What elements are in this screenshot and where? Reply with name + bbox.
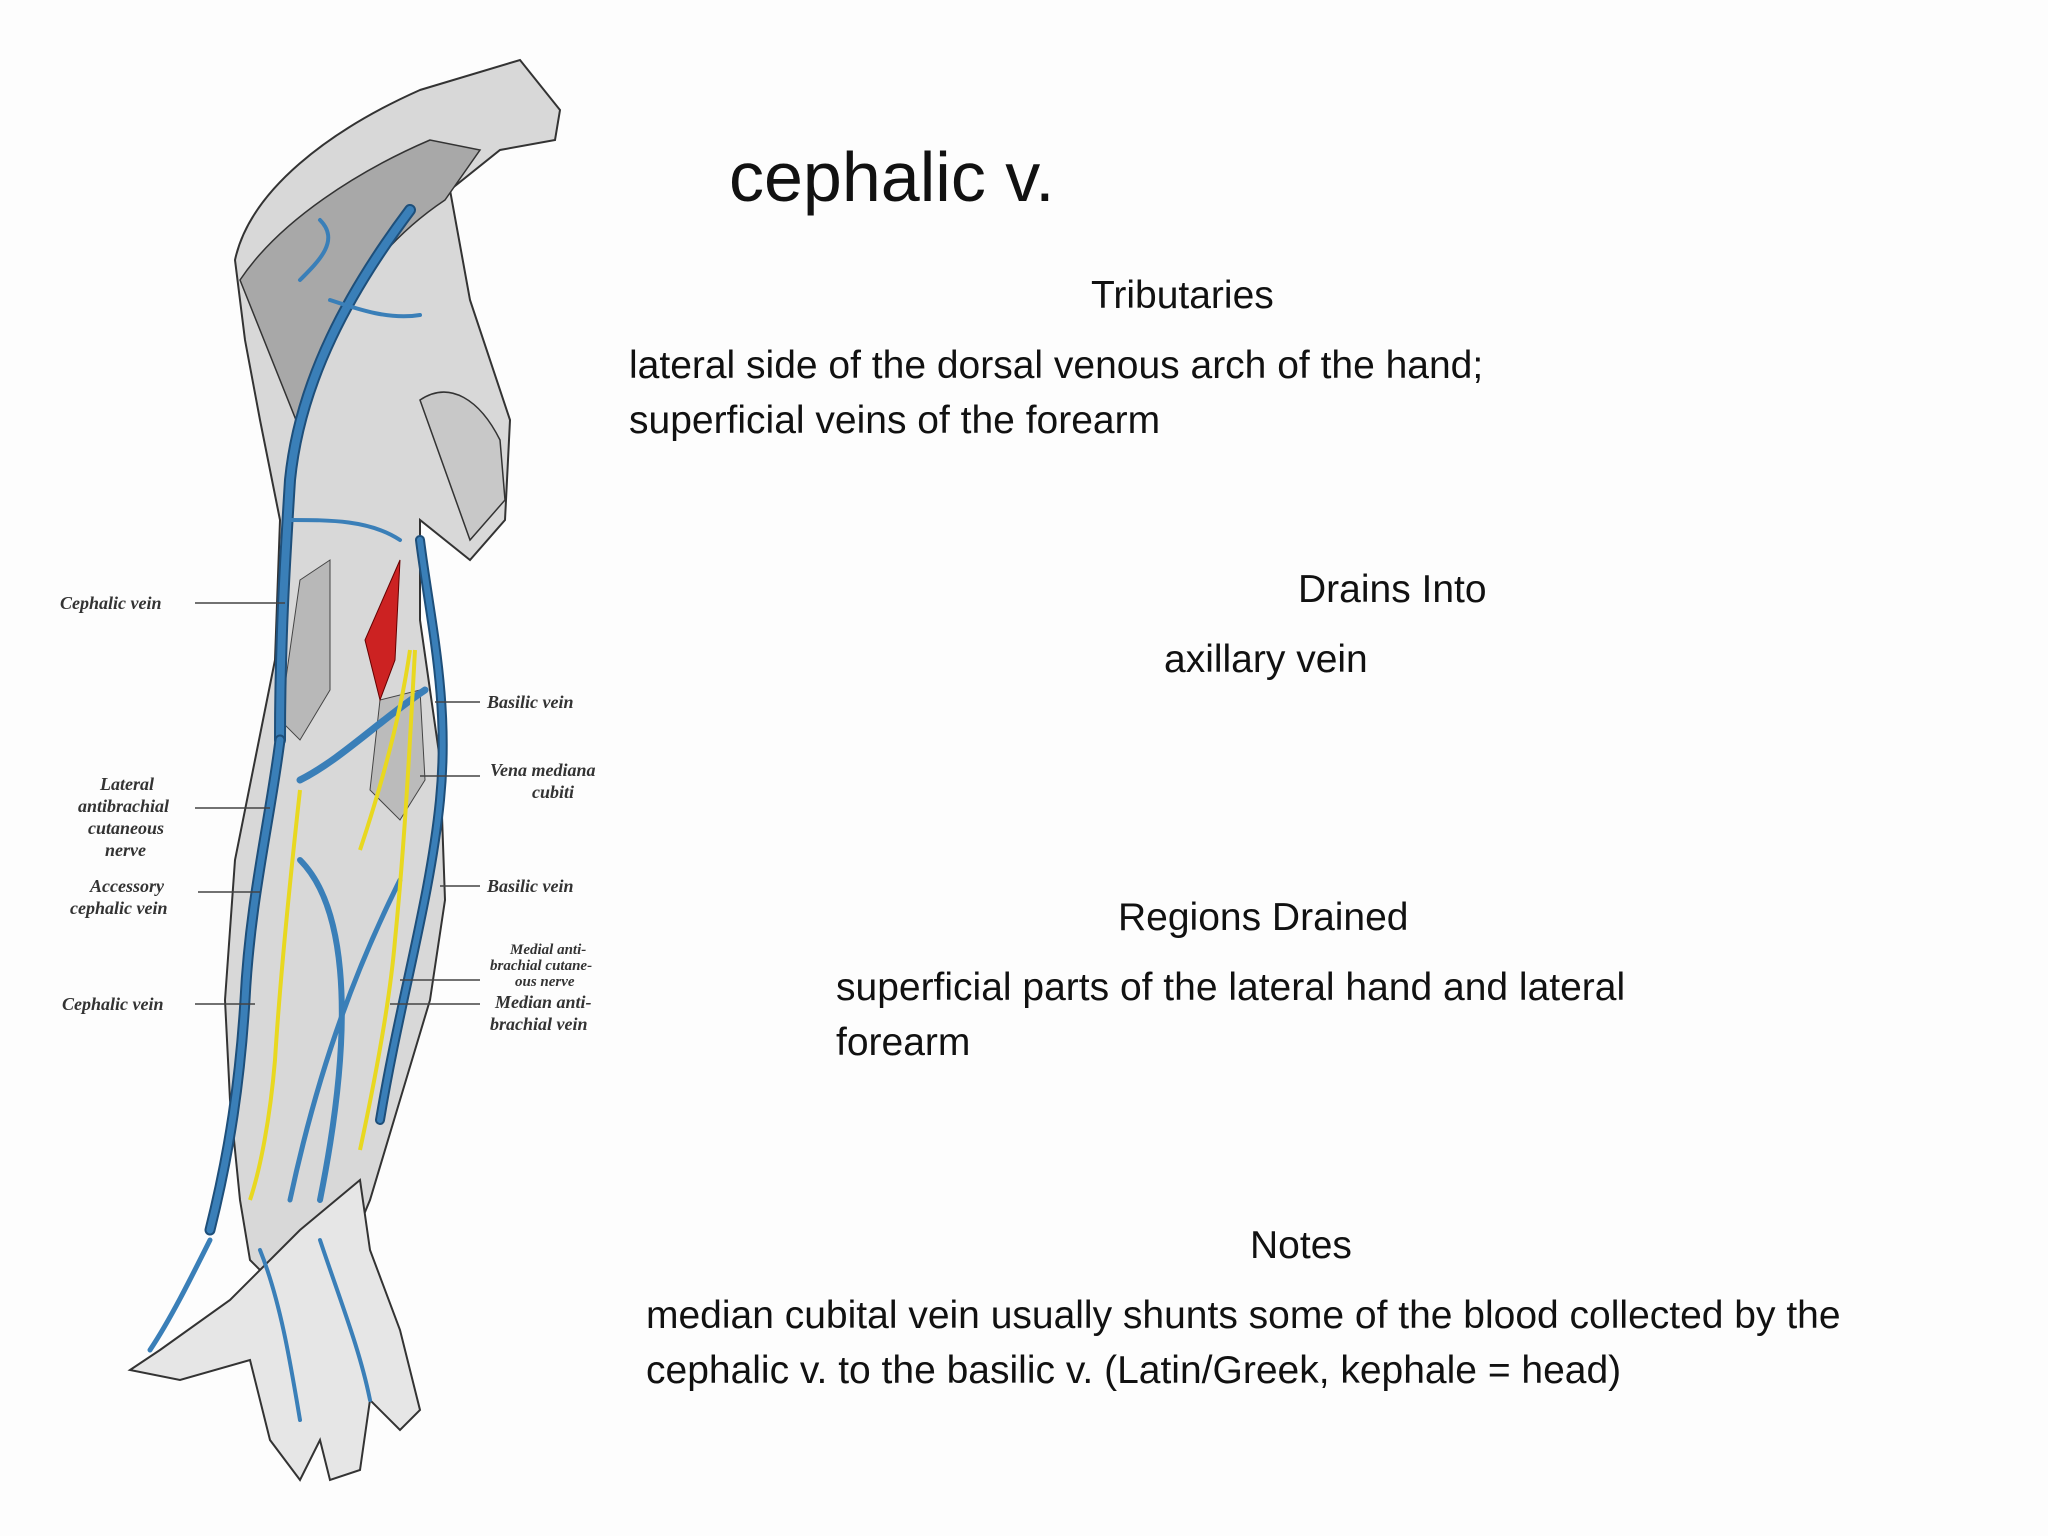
notes-line-2: cephalic v. to the basilic v. (Latin/Gre…: [646, 1349, 1622, 1392]
label-lateral-2: antibrachial: [78, 796, 169, 816]
illustration-labels: Cephalic vein Lateral antibrachial cutan…: [60, 593, 596, 1034]
label-cephalic-vein-lower: Cephalic vein: [62, 994, 164, 1014]
leader-lines: [195, 602, 480, 1005]
notes-heading: Notes: [1250, 1224, 1352, 1267]
label-cephalic-vein-upper: Cephalic vein: [60, 593, 162, 613]
arm-vein-illustration: Cephalic vein Lateral antibrachial cutan…: [60, 58, 596, 1482]
label-lateral-3: cutaneous: [88, 818, 164, 838]
label-accessory-1: Accessory: [89, 876, 165, 896]
tributaries-line-1: lateral side of the dorsal venous arch o…: [629, 344, 1484, 387]
label-medial-2: brachial cutane-: [490, 958, 592, 974]
label-lateral-1: Lateral: [99, 774, 154, 794]
label-median-vein-2: brachial vein: [490, 1014, 588, 1034]
veins: [147, 204, 448, 1422]
notes-line-1: median cubital vein usually shunts some …: [646, 1294, 1841, 1337]
label-basilic-vein-upper: Basilic vein: [486, 692, 574, 712]
drains-into-line-1: axillary vein: [1164, 638, 1368, 681]
label-vena-mediana-2: cubiti: [532, 782, 574, 802]
label-basilic-vein-lower: Basilic vein: [486, 876, 574, 896]
regions-drained-line-2: forearm: [836, 1021, 971, 1064]
arm-muscles: [127, 58, 562, 1482]
regions-drained-heading: Regions Drained: [1118, 896, 1409, 939]
tributaries-line-2: superficial veins of the forearm: [629, 399, 1161, 442]
tributaries-heading: Tributaries: [1091, 274, 1274, 317]
regions-drained-line-1: superficial parts of the lateral hand an…: [836, 966, 1626, 1009]
label-lateral-4: nerve: [105, 840, 146, 860]
drains-into-heading: Drains Into: [1298, 568, 1487, 611]
nerves: [248, 649, 417, 1201]
label-medial-3: ous nerve: [515, 974, 575, 990]
label-accessory-2: cephalic vein: [70, 898, 167, 918]
label-vena-mediana-1: Vena mediana: [490, 760, 596, 780]
slide-title: cephalic v.: [729, 138, 1055, 216]
label-medial-1: Medial anti-: [509, 942, 586, 958]
label-median-vein-1: Median anti-: [494, 992, 592, 1012]
